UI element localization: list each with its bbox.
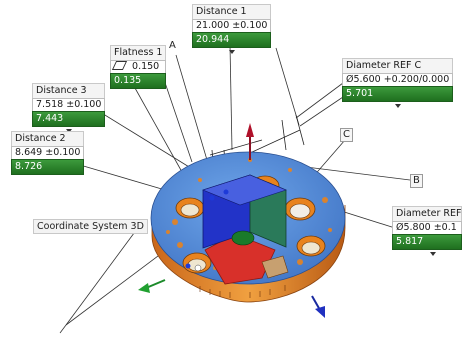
diameter-ref-tolerance: ±0.1 (433, 222, 457, 233)
diameter-ref-callout[interactable]: Diameter REF Ø5.800 ±0.1 5.817 (392, 206, 462, 256)
flatness-1-nominal-row: 0.150 (110, 60, 167, 73)
diameter-ref-nominal: Ø5.800 (396, 222, 431, 233)
diameter-ref-title: Diameter REF (392, 206, 462, 221)
flatness-1-nominal: 0.150 (132, 61, 160, 72)
flatness-1-callout[interactable]: Flatness 1 0.150 0.135 (110, 45, 167, 89)
block-bore (231, 230, 255, 246)
datum-c-label[interactable]: C (340, 128, 353, 142)
diameter-ref-c-measured: 5.701 (342, 86, 454, 102)
distance-2-title: Distance 2 (11, 131, 85, 146)
diameter-ref-c-callout[interactable]: Diameter REF C Ø5.600 +0.200/0.000 5.701 (342, 58, 454, 108)
flatness-icon (111, 61, 128, 70)
diameter-ref-c-expand-icon[interactable] (394, 104, 401, 108)
distance-1-title: Distance 1 (192, 4, 272, 19)
diameter-ref-nominal-row: Ø5.800 ±0.1 (392, 221, 462, 234)
distance-1-nominal-row: 21.000 ±0.100 (192, 19, 272, 32)
diameter-ref-expand-icon[interactable] (430, 252, 436, 256)
datum-a-label[interactable]: A (167, 40, 178, 52)
distance-2-tolerance: ±0.100 (45, 147, 81, 158)
distance-3-tolerance: ±0.100 (66, 99, 102, 110)
part-holes (175, 175, 326, 274)
probe-markers (185, 189, 229, 272)
diameter-ref-c-tolerance: +0.200/0.000 (383, 74, 450, 85)
distance-1-callout[interactable]: Distance 1 21.000 ±0.100 20.944 (192, 4, 272, 54)
distance-2-nominal: 8.649 (15, 147, 43, 158)
distance-3-callout[interactable]: Distance 3 7.518 ±0.100 7.443 (32, 83, 106, 133)
distance-3-measured: 7.443 (32, 111, 106, 127)
pocket-slot (261, 255, 289, 279)
block-top-face (202, 174, 287, 206)
flatness-1-title: Flatness 1 (110, 45, 167, 60)
part-side-ticks (199, 285, 286, 298)
distance-1-measured: 20.944 (192, 32, 272, 48)
diameter-ref-measured: 5.817 (392, 234, 462, 250)
diameter-ref-c-nominal: Ø5.600 (346, 74, 381, 85)
distance-2-measured: 8.726 (11, 159, 85, 175)
diameter-ref-c-title: Diameter REF C (342, 58, 454, 73)
coordinate-axes (138, 123, 325, 318)
distance-1-tolerance: ±0.100 (232, 20, 268, 31)
distance-2-nominal-row: 8.649 ±0.100 (11, 146, 85, 159)
flatness-1-measured: 0.135 (110, 73, 167, 89)
distance-2-callout[interactable]: Distance 2 8.649 ±0.100 8.726 (11, 131, 85, 175)
distance-1-nominal: 21.000 (196, 20, 230, 31)
distance-3-title: Distance 3 (32, 83, 106, 98)
datum-b-label[interactable]: B (410, 174, 423, 188)
diameter-ref-c-nominal-row: Ø5.600 +0.200/0.000 (342, 73, 454, 86)
coordinate-system-label[interactable]: Coordinate System 3D (33, 219, 148, 234)
distance-3-nominal-row: 7.518 ±0.100 (32, 98, 106, 111)
distance-1-expand-icon[interactable] (228, 50, 235, 54)
distance-3-nominal: 7.518 (36, 99, 64, 110)
leader-lines (59, 44, 411, 334)
